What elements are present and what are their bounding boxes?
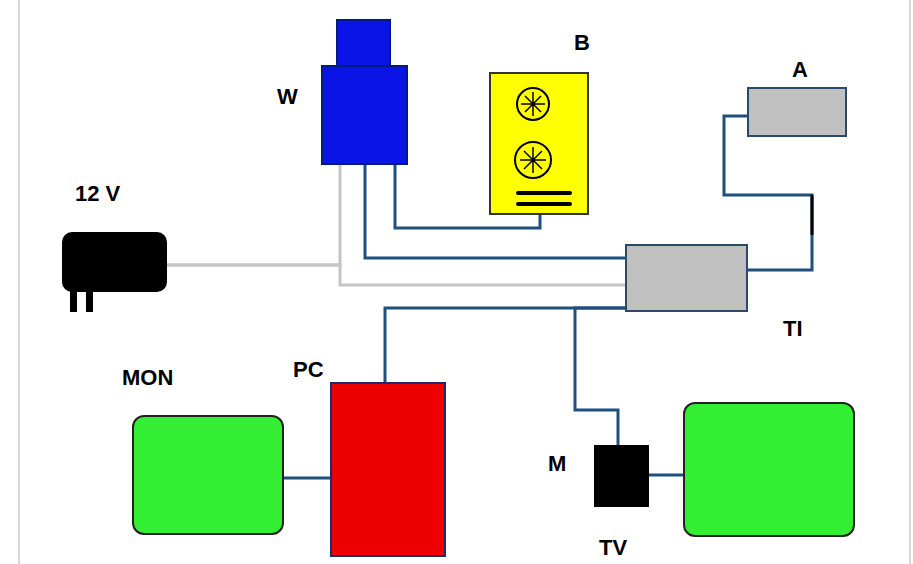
control-panel: B xyxy=(489,72,589,215)
modulator-box: M xyxy=(594,445,649,507)
part-label: M xyxy=(548,453,566,475)
tv-box: TV xyxy=(683,402,855,537)
interface-box: TI xyxy=(625,244,748,312)
dial xyxy=(517,88,549,120)
cable xyxy=(649,474,683,477)
part-label: 12 V xyxy=(75,183,120,205)
device-box: A xyxy=(747,87,847,137)
part-label: A xyxy=(792,59,808,81)
cable-segment xyxy=(811,195,814,235)
part-label: W xyxy=(277,86,298,108)
part-label: TV xyxy=(599,537,627,559)
part-label: PC xyxy=(293,359,324,381)
camera-box: W xyxy=(321,65,408,165)
computer-box: PC xyxy=(330,382,446,557)
monitor-box: MON xyxy=(132,415,284,535)
cable xyxy=(385,308,625,382)
cable xyxy=(167,165,340,265)
camera-cap xyxy=(337,20,390,66)
cable xyxy=(575,308,625,445)
power-adapter: 12 V xyxy=(62,232,167,292)
part-label: B xyxy=(574,32,590,54)
dial xyxy=(515,142,551,178)
cable xyxy=(167,265,625,285)
cable xyxy=(284,477,330,480)
slot-bars xyxy=(518,193,570,204)
part-label: MON xyxy=(122,367,173,389)
part-label: TI xyxy=(783,318,803,340)
